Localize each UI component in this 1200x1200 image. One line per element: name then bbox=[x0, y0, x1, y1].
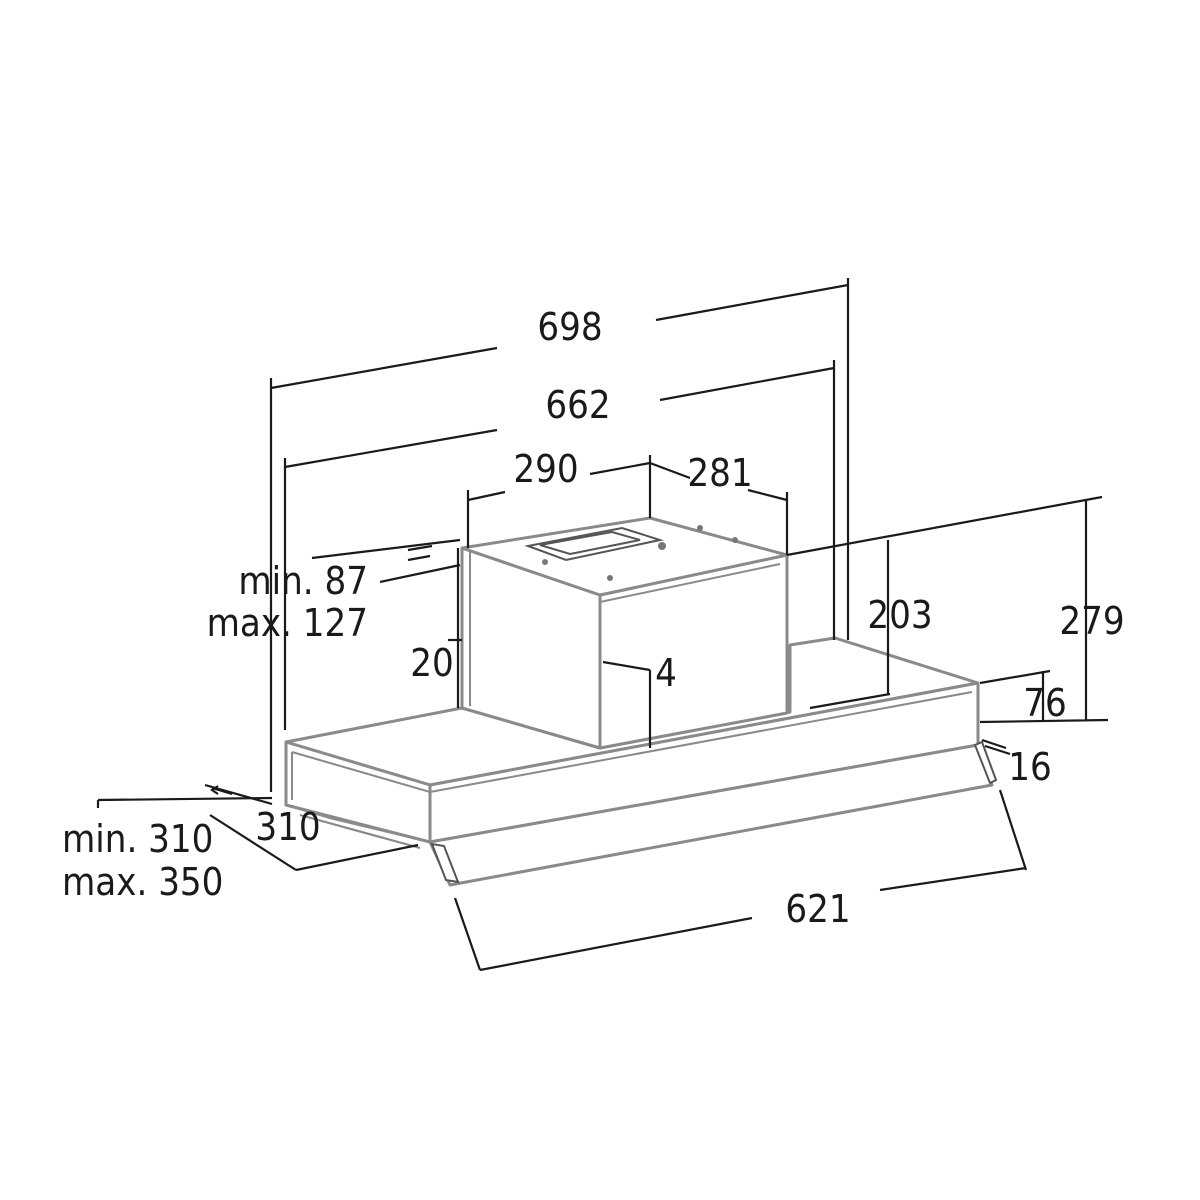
screw-dot-1 bbox=[658, 542, 666, 550]
label-76: 76 bbox=[1023, 681, 1067, 725]
label-offset-min: min. 87 bbox=[238, 559, 368, 603]
dim-line-310 bbox=[204, 783, 273, 806]
screw-dot-4 bbox=[542, 559, 548, 565]
dim-line-662 bbox=[283, 360, 836, 730]
label-662: 662 bbox=[545, 383, 610, 427]
label-4: 4 bbox=[655, 651, 677, 695]
label-698: 698 bbox=[537, 305, 602, 349]
visor-right-handle bbox=[973, 740, 998, 785]
dim-line-20 bbox=[448, 548, 462, 708]
label-offset-max: max. 127 bbox=[207, 601, 368, 645]
screw-dot-5 bbox=[697, 525, 703, 531]
dim-line-76 bbox=[979, 669, 1051, 722]
dimension-lines bbox=[96, 278, 1109, 972]
dim-line-698 bbox=[269, 278, 850, 792]
casing-bottom-lip bbox=[285, 803, 431, 844]
label-depth-max: max. 350 bbox=[62, 860, 223, 904]
label-279: 279 bbox=[1059, 599, 1124, 643]
label-16: 16 bbox=[1008, 745, 1052, 789]
visor-left-handle bbox=[430, 842, 460, 884]
air-outlet-opening bbox=[539, 530, 641, 556]
hood-body bbox=[284, 516, 998, 887]
label-310: 310 bbox=[255, 805, 320, 849]
dim-line-16 bbox=[981, 738, 1011, 756]
dimension-labels: 698 662 290 281 min. 87 max. 127 20 4 20… bbox=[62, 305, 1125, 931]
dim-line-4 bbox=[602, 660, 652, 748]
label-290: 290 bbox=[513, 447, 578, 491]
label-281: 281 bbox=[687, 451, 752, 495]
casing-bottom-lip-inner bbox=[299, 813, 421, 850]
dim-line-621 bbox=[453, 789, 1028, 972]
dim-line-depth bbox=[96, 796, 419, 872]
label-203: 203 bbox=[867, 593, 932, 637]
chimney-inner-edge bbox=[469, 552, 781, 706]
label-20: 20 bbox=[410, 641, 454, 685]
dim-line-offset bbox=[311, 538, 461, 584]
label-depth-min: min. 310 bbox=[62, 817, 213, 861]
label-621: 621 bbox=[785, 887, 850, 931]
screw-dot-2 bbox=[732, 537, 738, 543]
screw-dot-3 bbox=[607, 575, 613, 581]
dim-line-290 bbox=[466, 461, 651, 548]
dim-line-281 bbox=[648, 455, 789, 555]
casing-inner-edge bbox=[291, 691, 973, 800]
dim-line-203 bbox=[786, 495, 1103, 710]
